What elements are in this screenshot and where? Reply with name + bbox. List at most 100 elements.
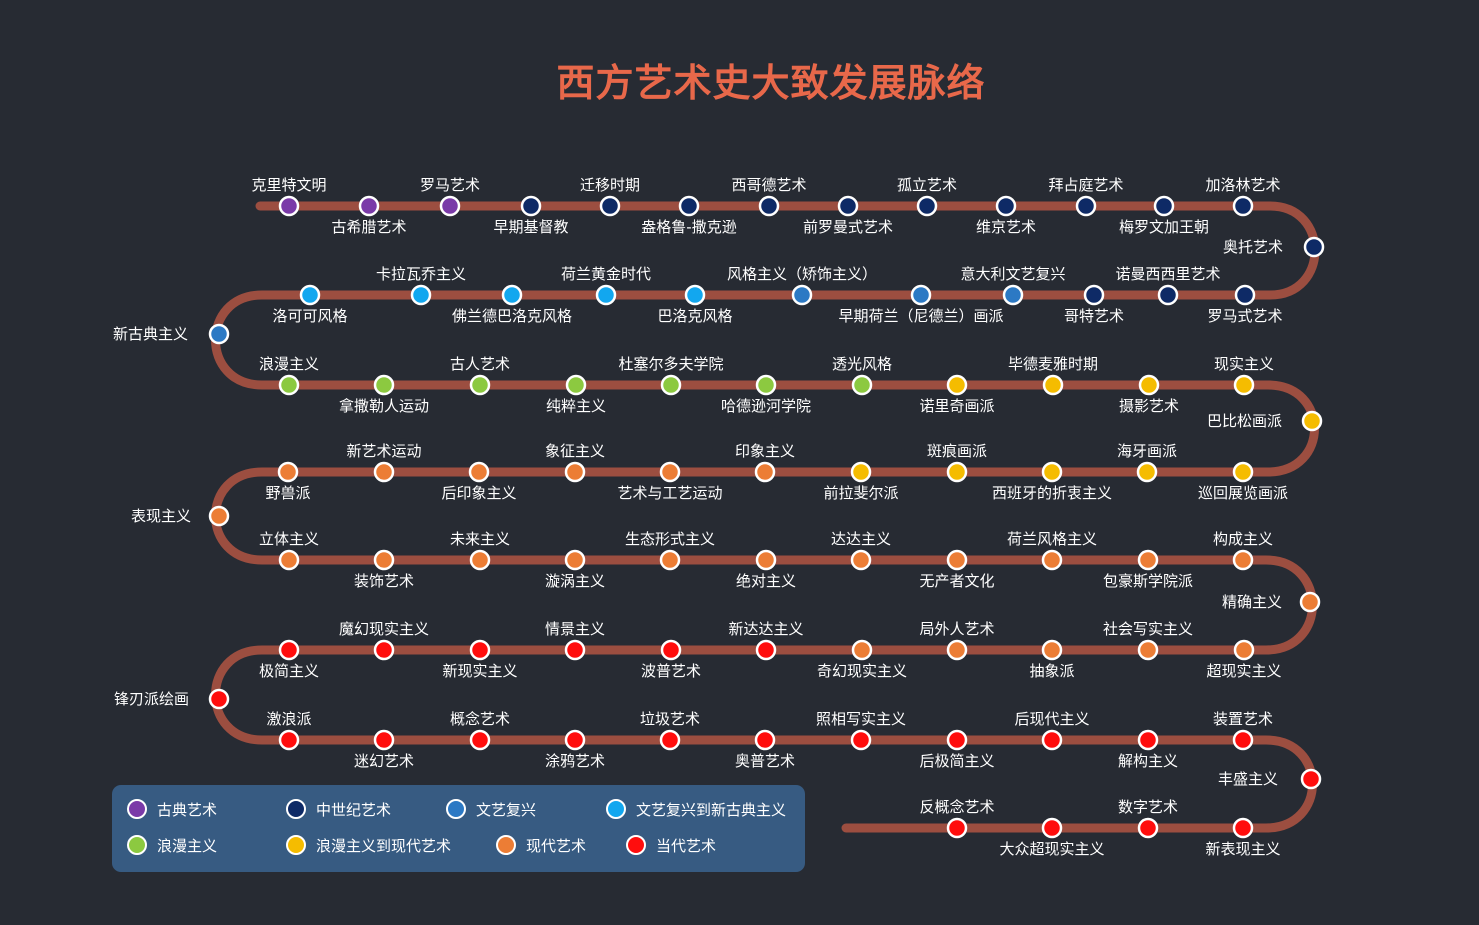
station: 前罗曼式艺术 <box>803 195 893 236</box>
station-dot <box>564 549 586 571</box>
station-label: 漩涡主义 <box>545 572 605 590</box>
station: 巴比松画派 <box>1207 410 1323 432</box>
station-dot <box>1041 817 1063 839</box>
station-dot <box>1083 284 1105 306</box>
station-label: 巴洛克风格 <box>657 307 732 325</box>
station-dot <box>851 374 873 396</box>
station-label: 精确主义 <box>1222 593 1282 611</box>
station: 现实主义 <box>1214 355 1274 396</box>
station: 超现实主义 <box>1206 639 1282 680</box>
legend-label: 浪漫主义到现代艺术 <box>316 836 452 855</box>
station: 古人艺术 <box>450 355 510 396</box>
legend-swatch <box>496 835 516 855</box>
station-dot <box>439 195 461 217</box>
station: 迷幻艺术 <box>354 729 414 770</box>
station-dot <box>1300 768 1322 790</box>
station: 拿撒勒人运动 <box>339 374 429 415</box>
legend-label: 文艺复兴 <box>476 800 537 819</box>
station-label: 西哥德艺术 <box>731 176 806 194</box>
station: 古希腊艺术 <box>331 195 407 236</box>
station-label: 绝对主义 <box>736 572 796 590</box>
station-label: 哥特艺术 <box>1064 307 1124 325</box>
station-dot <box>1137 817 1159 839</box>
legend-swatch <box>286 799 306 819</box>
station: 新古典主义 <box>113 323 230 345</box>
station-dot <box>910 284 932 306</box>
station-label: 后印象主义 <box>441 484 516 502</box>
legend-item-modern: 现代艺术 <box>496 833 586 857</box>
station-dot <box>468 461 490 483</box>
station: 意大利文艺复兴 <box>960 265 1066 306</box>
station-dot <box>1041 549 1063 571</box>
station-dot <box>565 374 587 396</box>
station-dot <box>684 284 706 306</box>
station-label: 加洛林艺术 <box>1205 176 1280 194</box>
station: 丰盛主义 <box>1218 768 1322 790</box>
station-label: 毕德麦雅时期 <box>1008 355 1098 373</box>
station: 达达主义 <box>831 530 891 571</box>
station-label: 奥普艺术 <box>735 752 795 770</box>
station: 佛兰德巴洛克风格 <box>452 284 572 325</box>
station-label: 波普艺术 <box>641 662 701 680</box>
station-dot <box>564 461 586 483</box>
station-label: 古希腊艺术 <box>331 218 406 236</box>
station: 概念艺术 <box>450 710 510 751</box>
station-dot <box>208 688 230 710</box>
station: 生态形式主义 <box>625 530 715 571</box>
station: 涂鸦艺术 <box>545 729 605 770</box>
station: 抽象派 <box>1029 639 1075 680</box>
station: 纯粹主义 <box>546 374 606 415</box>
station: 浪漫主义 <box>259 355 319 396</box>
station-dot <box>373 374 395 396</box>
legend-swatch <box>626 835 646 855</box>
station-dot <box>946 461 968 483</box>
station: 大众超现实主义 <box>999 817 1105 858</box>
station-label: 达达主义 <box>831 530 891 548</box>
station-label: 新表现主义 <box>1205 840 1280 858</box>
station-label: 罗马艺术 <box>420 176 480 194</box>
legend-label: 浪漫主义 <box>157 836 218 855</box>
station-label: 现实主义 <box>1214 355 1274 373</box>
station-dot <box>469 639 491 661</box>
station-dot <box>1232 729 1254 751</box>
station-label: 极简主义 <box>259 662 319 680</box>
station: 毕德麦雅时期 <box>1008 355 1098 396</box>
legend-label: 古典艺术 <box>157 800 218 819</box>
station-dot <box>1137 639 1159 661</box>
station: 装置艺术 <box>1213 710 1273 751</box>
legend-swatch <box>286 835 306 855</box>
station-dot <box>208 323 230 345</box>
station: 装饰艺术 <box>354 549 414 590</box>
station: 摄影艺术 <box>1119 374 1179 415</box>
station-dot <box>755 639 777 661</box>
station: 迁移时期 <box>580 176 640 217</box>
station-dot <box>599 195 621 217</box>
station-dot <box>659 461 681 483</box>
station: 奥普艺术 <box>735 729 795 770</box>
station-label: 奇幻现实主义 <box>817 662 907 680</box>
station-dot <box>208 505 230 527</box>
station-label: 艺术与工艺运动 <box>617 484 722 502</box>
station-label: 大众超现实主义 <box>999 840 1104 858</box>
station-label: 垃圾艺术 <box>640 710 700 728</box>
station-label: 意大利文艺复兴 <box>960 265 1065 283</box>
station: 克里特文明 <box>251 176 327 217</box>
station-dot <box>373 461 395 483</box>
legend-swatch <box>127 799 147 819</box>
station-label: 后现代主义 <box>1014 710 1089 728</box>
station: 包豪斯学院派 <box>1103 549 1193 590</box>
station: 西班牙的折衷主义 <box>992 461 1112 502</box>
station-label: 诺曼西西里艺术 <box>1115 265 1220 283</box>
station-label: 浪漫主义 <box>259 355 319 373</box>
station: 洛可可风格 <box>272 284 348 325</box>
station-dot <box>837 195 859 217</box>
station-label: 前拉斐尔派 <box>823 484 898 502</box>
station: 无产者文化 <box>919 549 995 590</box>
station-dot <box>373 549 395 571</box>
station-label: 数字艺术 <box>1118 798 1178 816</box>
station-label: 古人艺术 <box>450 355 510 373</box>
station-label: 立体主义 <box>259 530 319 548</box>
station-label: 未来主义 <box>450 530 510 548</box>
legend-item-rom_modern: 浪漫主义到现代艺术 <box>286 833 451 857</box>
